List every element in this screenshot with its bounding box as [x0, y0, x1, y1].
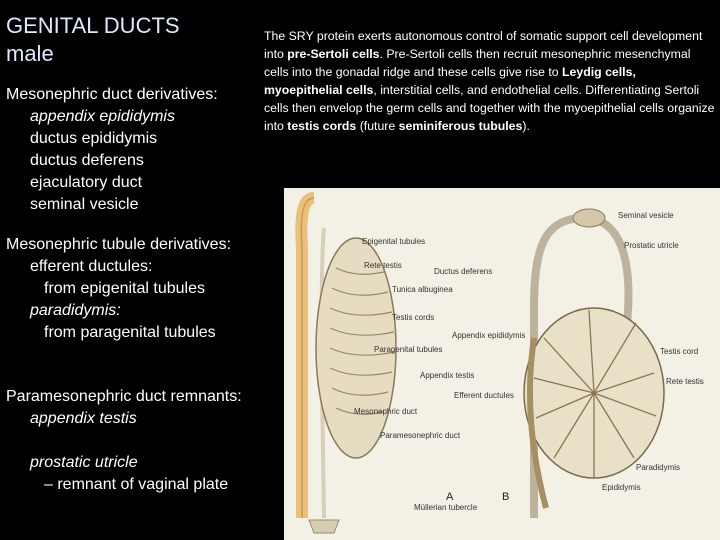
label-epigenital-tubules: Epigenital tubules — [362, 237, 425, 246]
panel-label-b: B — [502, 491, 509, 503]
label-appendix-testis: Appendix testis — [420, 371, 474, 380]
seminal-vesicle-b — [572, 208, 606, 228]
label-paramesonephric-duct: Paramesonephric duct — [380, 431, 461, 440]
mesonephric-tubule-section: Mesonephric tubule derivatives: efferent… — [6, 234, 231, 344]
testis-b-lobules — [533, 309, 657, 478]
list-item: prostatic utricle — [30, 454, 138, 471]
label-rete-testis: Rete testis — [364, 261, 402, 270]
label-testis-cords: Testis cords — [392, 313, 434, 322]
label-prostatic-utricle: Prostatic utricle — [624, 241, 679, 250]
list-item: ductus epididymis — [30, 130, 158, 147]
title-line-1: GENITAL DUCTS — [6, 13, 180, 38]
label-ductus-deferens: Ductus deferens — [434, 267, 492, 276]
list-item: ejaculatory duct — [30, 174, 143, 191]
intro-text-2: . Pre-Sertoli cells then recruit mesonep… — [264, 47, 691, 80]
list-item: seminal vesicle — [30, 196, 139, 213]
label-mullerian-tubercle: Müllerian tubercle — [414, 503, 478, 512]
intro-bold-3: testis cords — [287, 119, 357, 134]
epididymis-b — [527, 337, 549, 509]
section-heading: Paramesonephric duct remnants: — [6, 388, 242, 405]
list-item: appendix testis — [30, 410, 137, 427]
label-rete-testis-b: Rete testis — [666, 377, 704, 386]
title-line-2: male — [6, 41, 54, 66]
genital-ducts-figure: Epigenital tubules Rete testis Ductus de… — [284, 188, 720, 540]
intro-bold-4: seminiferous tubules — [398, 119, 523, 134]
slide-title: GENITAL DUCTS male — [6, 12, 180, 68]
mesonephric-duct-section: Mesonephric duct derivatives: appendix e… — [6, 84, 218, 216]
intro-text-4: (future — [356, 119, 399, 134]
list-item: ductus deferens — [30, 152, 144, 169]
ductus-deferens-b — [530, 214, 585, 518]
figure-labels: Epigenital tubules Rete testis Ductus de… — [354, 211, 704, 512]
label-testis-cord: Testis cord — [660, 347, 698, 356]
label-paragenital-tubules: Paragenital tubules — [374, 345, 443, 354]
intro-bold-1: pre-Sertoli cells — [287, 47, 380, 62]
list-item: – remnant of vaginal plate — [44, 476, 229, 493]
mesonephric-duct-outline — [300, 197, 315, 518]
list-item: from epigenital tubules — [44, 280, 205, 297]
intro-paragraph: The SRY protein exerts autonomous contro… — [264, 27, 716, 136]
label-epididymis: Epididymis — [602, 483, 641, 492]
section-heading: Mesonephric duct derivatives: — [6, 86, 218, 103]
testis-a-shape — [315, 237, 397, 459]
figure-svg: Epigenital tubules Rete testis Ductus de… — [295, 192, 704, 534]
section-heading: Mesonephric tubule derivatives: — [6, 236, 232, 253]
label-tunica-albuginea: Tunica albuginea — [392, 285, 453, 294]
panel-label-a: A — [446, 491, 454, 503]
mullerian-tubercle-shape — [308, 519, 340, 534]
list-item: paradidymis: — [30, 302, 121, 319]
mesonephric-duct-shape — [295, 192, 316, 518]
label-paradidymis: Paradidymis — [636, 463, 680, 472]
testis-a-cords — [329, 267, 395, 415]
list-item: efferent ductules: — [30, 258, 153, 275]
intro-text-3: , interstitial cells, and endothelial ce… — [264, 83, 715, 134]
label-efferent-ductules: Efferent ductules — [454, 391, 514, 400]
label-appendix-epididymis: Appendix epididymis — [452, 331, 525, 340]
label-mesonephric-duct: Mesonephric duct — [354, 407, 418, 416]
intro-bold-2: Leydig cells, myoepithelial cells — [264, 65, 636, 98]
list-item: from paragenital tubules — [44, 324, 216, 341]
intro-text-1: The SRY protein exerts autonomous contro… — [264, 29, 703, 62]
intro-text-5: ). — [522, 119, 530, 134]
label-seminal-vesicle: Seminal vesicle — [618, 211, 674, 220]
list-item: appendix epididymis — [30, 108, 175, 125]
paramesonephric-section: Paramesonephric duct remnants: appendix … — [6, 386, 242, 496]
